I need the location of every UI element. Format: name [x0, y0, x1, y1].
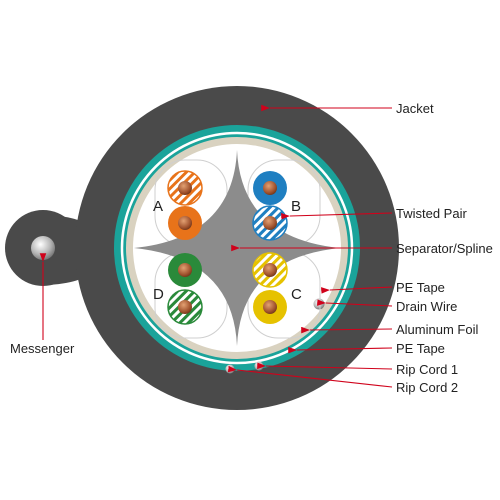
- label-jacket: Jacket: [396, 101, 434, 116]
- pair-c: [252, 252, 288, 324]
- label-aluminum-foil: Aluminum Foil: [396, 322, 478, 337]
- pair-label-c: C: [291, 286, 302, 303]
- leader-twisted-pair: [281, 212, 393, 220]
- leader-aluminum-foil: [301, 326, 393, 334]
- pair-b: [252, 171, 288, 241]
- label-separator: Separator/Spline: [396, 241, 493, 256]
- leader-lines: [39, 104, 393, 388]
- rip-cord-1: [254, 361, 264, 371]
- pair-a: [167, 170, 203, 240]
- label-rip-cord-1: Rip Cord 1: [396, 362, 458, 377]
- pair-label-a: A: [153, 198, 163, 215]
- label-drain-wire: Drain Wire: [396, 299, 457, 314]
- leader-pe-tape-1: [321, 286, 393, 294]
- pair-label-b: B: [291, 198, 301, 215]
- pair-d: [167, 253, 203, 325]
- leader-rip-cord-2: [227, 365, 393, 388]
- label-pe-tape-2: PE Tape: [396, 341, 445, 356]
- label-rip-cord-2: Rip Cord 2: [396, 380, 458, 395]
- pair-label-d: D: [153, 286, 164, 303]
- label-pe-tape-1: PE Tape: [396, 280, 445, 295]
- rip-cord-2: [225, 364, 235, 374]
- leader-drain-wire: [317, 299, 393, 307]
- callout-labels: Jacket Twisted Pair Separator/Spline PE …: [10, 101, 493, 395]
- label-twisted-pair: Twisted Pair: [396, 206, 467, 221]
- label-messenger: Messenger: [10, 341, 75, 356]
- leader-pe-tape-2: [288, 346, 393, 354]
- drain-wire: [313, 298, 325, 310]
- messenger-wire: [31, 236, 55, 260]
- leader-rip-cord-1: [257, 362, 393, 370]
